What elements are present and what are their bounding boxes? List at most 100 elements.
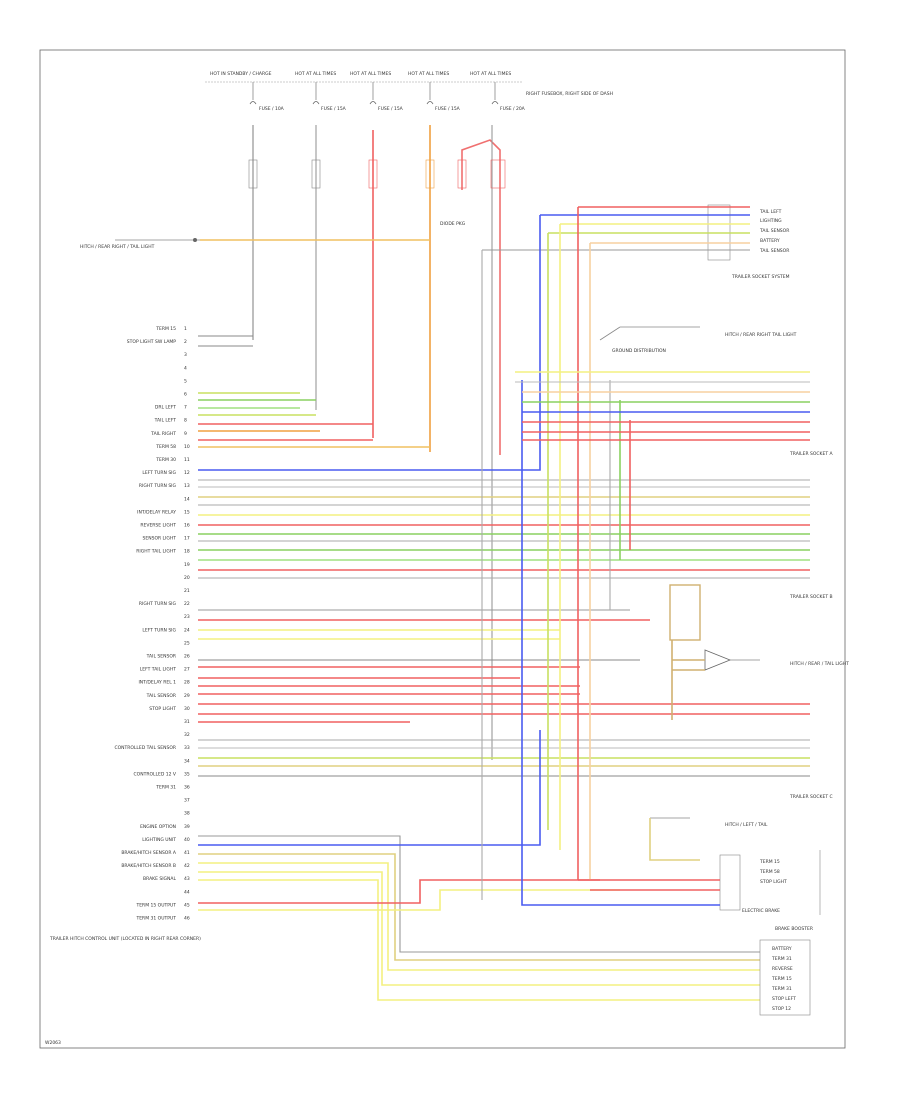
fuse-note: RIGHT FUSEBOX, RIGHT SIDE OF DASH (526, 91, 613, 97)
fuse-drop-wires (248, 125, 506, 760)
module-pin-number: 46 (184, 916, 190, 922)
module-pin-number: 39 (184, 824, 190, 830)
module-pin-label: DRL LEFT (155, 405, 176, 411)
module-pin-number: 35 (184, 771, 190, 777)
module-pin-number: 34 (184, 758, 190, 764)
hitch-2-label: HITCH / LEFT / TAIL (725, 822, 768, 828)
footer-code: W2063 (45, 1040, 61, 1046)
brake-booster: BRAKE BOOSTER BATTERY TERM 31 REVERSE TE… (759, 926, 813, 1016)
module-pin-label: RIGHT TURN SIG (139, 483, 177, 489)
booster-pin-4: TERM 15 (771, 976, 792, 982)
module-pin-label: LEFT TURN SIG (142, 627, 176, 633)
booster-pin-5: TERM 31 (771, 986, 792, 992)
module-pin-number: 4 (184, 365, 187, 371)
fuse-1-top: HOT IN STANDBY / CHARGE (210, 71, 272, 77)
module-pin-number: 19 (184, 562, 190, 568)
module-pin-number: 38 (184, 811, 190, 817)
module-pin-label: TAIL SENSOR (146, 654, 176, 660)
module-pin-number: 26 (184, 654, 190, 660)
module-pin-number: 42 (184, 863, 190, 869)
fuse-5-label: FUSE / 20A (500, 106, 526, 112)
trailer-top-wires (482, 206, 750, 251)
trailer-socket-a-label: TRAILER SOCKET A (789, 451, 834, 457)
module-pin-label: LEFT TAIL LIGHT (140, 667, 176, 673)
fuse-3: FUSE / 15A (369, 82, 404, 112)
module-pin-label: TERM 31 (155, 785, 176, 791)
module-pin-number: 28 (184, 680, 190, 686)
module-pin-label: RIGHT TAIL LIGHT (136, 549, 176, 555)
module-pin-number: 20 (184, 575, 190, 581)
module-pin-label: INT/DELAY RELAY (137, 509, 176, 515)
module-pin-number: 15 (184, 509, 190, 515)
brake-booster-label: BRAKE BOOSTER (775, 926, 813, 932)
trailer-socket-b-label: TRAILER SOCKET B (789, 594, 833, 600)
module-pin-number: 41 (184, 850, 190, 856)
fuse-5: FUSE / 20A (491, 82, 526, 112)
diode-pkg-label: DIODE PKG (440, 221, 466, 227)
booster-pin-1: BATTERY (772, 946, 792, 952)
module-pin-label: TERM 15 OUTPUT (135, 902, 176, 908)
module-pin-number: 23 (184, 614, 190, 620)
module-pin-number: 13 (184, 483, 190, 489)
module-pin-number: 25 (184, 640, 190, 646)
module-pin-number: 29 (184, 693, 190, 699)
module-pin-number: 17 (184, 536, 190, 542)
module-pin-number: 8 (184, 418, 187, 424)
module-pin-label: STOP LIGHT SW LAMP (127, 339, 176, 345)
module-pin-label: INT/DELAY REL 1 (138, 680, 176, 686)
brake-pin-5: ELECTRIC BRAKE (742, 908, 780, 914)
module-pin-number: 14 (184, 496, 190, 502)
trailer-top-pin-4: BATTERY (760, 238, 780, 244)
brake-pin-3: STOP LIGHT (760, 879, 787, 885)
module-pin-number: 31 (184, 719, 190, 725)
trailer-top-pin-1: TAIL LEFT (759, 209, 782, 215)
electric-brake-section: HITCH / LEFT / TAIL TERM 15 TERM 58 STOP… (521, 817, 821, 915)
module-pin-number: 1 (184, 326, 187, 332)
module-pin-label: TAIL SENSOR (146, 693, 176, 699)
hitch-tail-label-2: HITCH / REAR RIGHT TAIL LIGHT (725, 332, 797, 338)
module-pin-number: 11 (184, 457, 190, 463)
module-pin-number: 30 (184, 706, 190, 712)
diagram-border (39, 49, 846, 1049)
module-pin-label: LEFT TURN SIG (142, 470, 176, 476)
brake-pin-2: TERM 58 (759, 869, 780, 875)
module-wires (198, 215, 810, 1001)
module-pin-number: 5 (184, 378, 187, 384)
module-pin-number: 7 (184, 405, 187, 411)
fuse-4-top: HOT AT ALL TIMES (408, 71, 449, 77)
module-pin-label: TERM 31 OUTPUT (135, 916, 176, 922)
fuse-2-top: HOT AT ALL TIMES (295, 71, 336, 77)
module-pin-number: 16 (184, 523, 190, 529)
hitch-tail-label: HITCH / REAR RIGHT / TAIL LIGHT (80, 244, 155, 250)
module-pin-number: 24 (184, 627, 190, 633)
relay-hitch-label: HITCH / REAR / TAIL LIGHT (790, 661, 849, 667)
booster-pin-3: REVERSE (772, 966, 793, 972)
module-pin-number: 27 (184, 667, 190, 673)
module-pin-number: 40 (184, 837, 190, 843)
module-pin-label: TAIL RIGHT (150, 431, 176, 437)
module-pin-number: 10 (184, 444, 190, 450)
module-pin-label: CONTROLLED 12 V (134, 771, 177, 777)
module-caption: TRAILER HITCH CONTROL UNIT (LOCATED IN R… (49, 936, 201, 942)
trailer-top-pin-2: LIGHTING (760, 218, 782, 224)
module-pin-label: SENSOR LIGHT (143, 536, 177, 542)
fuse-3-top: HOT AT ALL TIMES (350, 71, 391, 77)
module-pin-number: 9 (184, 431, 187, 437)
connector-verticals (481, 207, 631, 900)
fuse-2-label: FUSE / 15A (321, 106, 347, 112)
trailer-socket-a: TRAILER SOCKET A (515, 371, 834, 457)
module-pin-number: 22 (184, 601, 190, 607)
module-pin-number: 3 (184, 352, 187, 358)
fuse-5-top: HOT AT ALL TIMES (470, 71, 511, 77)
fuse-1-label: FUSE / 10A (259, 106, 285, 112)
module-pin-label: CONTROLLED TAIL SENSOR (114, 745, 176, 751)
hitch-tail-light-right: HITCH / REAR RIGHT TAIL LIGHT GROUND DIS… (599, 326, 797, 354)
module-pin-label: RIGHT TURN SIG (139, 601, 177, 607)
module-pin-label: STOP LIGHT (149, 706, 176, 712)
module-pin-label: ENGINE OPTION (140, 824, 176, 830)
fuse-2: FUSE / 15A (312, 82, 347, 112)
brake-pin-1: TERM 15 (759, 859, 780, 865)
module-pin-number: 18 (184, 549, 190, 555)
